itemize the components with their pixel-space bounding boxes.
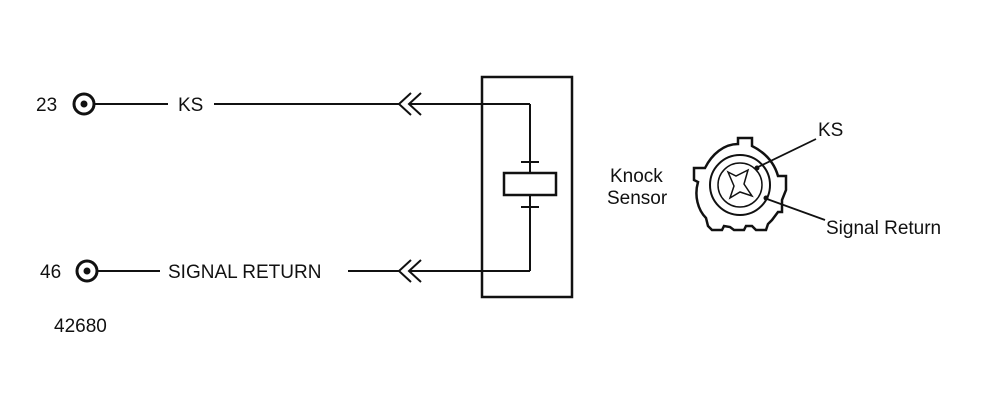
ks-wire-label: KS <box>178 95 203 116</box>
ks-callout-leader <box>757 138 817 168</box>
figure-number: 42680 <box>54 316 107 337</box>
sensor-name-line1: Knock <box>610 166 663 187</box>
pin-46-terminal-dot <box>83 267 91 275</box>
pin-46-number: 46 <box>40 262 61 283</box>
ks-circuit: 23 KS <box>36 92 530 116</box>
ks-terminal-label: KS <box>818 120 843 141</box>
knock-sensor-connector-view <box>692 136 788 232</box>
pin-23-terminal-dot <box>80 100 88 108</box>
signal-return-callout-leader <box>766 198 826 221</box>
signal-return-circuit: 46 SIGNAL RETURN <box>40 259 530 283</box>
sensor-body-outline <box>692 136 788 232</box>
piezo-element-icon <box>502 171 558 197</box>
knock-sensor-schematic <box>480 75 574 299</box>
sensor-housing-box <box>480 75 574 299</box>
signal-return-terminal-label: Signal Return <box>826 218 941 239</box>
sensor-outer-ring <box>709 154 771 216</box>
sensor-inner-ring <box>717 162 763 208</box>
pin-23-number: 23 <box>36 95 57 116</box>
signal-return-wire-label: SIGNAL RETURN <box>168 262 321 283</box>
sensor-center-detail <box>726 168 754 200</box>
sensor-name-line2: Sensor <box>607 188 668 209</box>
